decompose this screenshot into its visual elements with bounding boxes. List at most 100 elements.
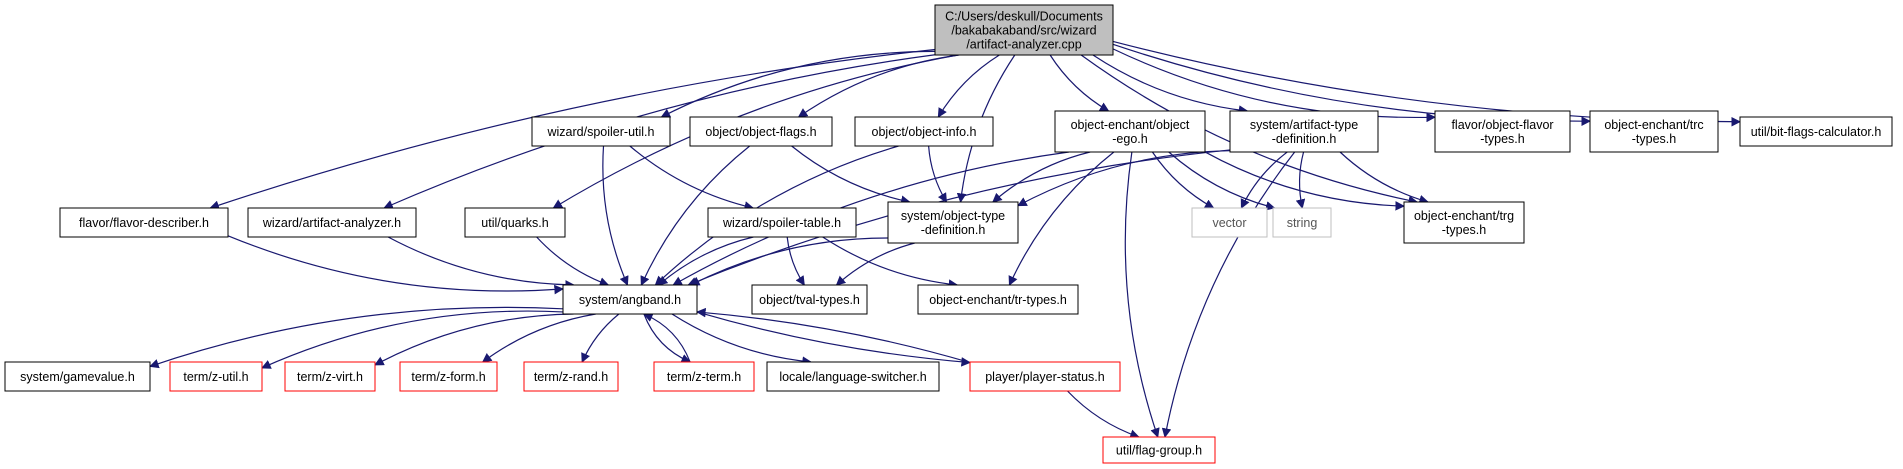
include-edge-spoiler-table-to-angband: [657, 236, 754, 286]
node-object-ego[interactable]: object-enchant/object-ego.h: [1054, 110, 1206, 153]
node-label: -types.h: [1442, 223, 1487, 237]
node-box: [523, 361, 619, 392]
include-edge-object-info-to-angband: [654, 145, 899, 286]
include-edge-spoiler-util-to-spoiler-table: [629, 145, 755, 211]
node-z-virt[interactable]: term/z-virt.h: [284, 361, 376, 392]
node-object-type-def[interactable]: system/object-type-definition.h: [887, 201, 1019, 244]
node-label: system/object-type: [901, 209, 1005, 223]
node-angband[interactable]: system/angband.h: [562, 284, 698, 315]
node-language-switcher[interactable]: locale/language-switcher.h: [766, 361, 940, 392]
node-label: -definition.h: [921, 223, 986, 237]
node-flavor-types[interactable]: flavor/object-flavor-types.h: [1434, 110, 1571, 153]
node-box: [464, 207, 566, 238]
include-edge-artifact-type-def-to-object-type-def: [1017, 150, 1231, 207]
node-label: /artifact-analyzer.cpp: [966, 38, 1081, 52]
node-player-status[interactable]: player/player-status.h: [969, 361, 1121, 392]
dependency-nodes: C:/Users/deskull/Documents/bakabakaband/…: [4, 4, 1893, 464]
node-box: [247, 207, 417, 238]
node-bit-flags-calc[interactable]: util/bit-flags-calculator.h: [1739, 116, 1893, 147]
node-label: /bakabakaband/src/wizard: [951, 24, 1096, 38]
include-edge-angband-to-z-util: [261, 310, 564, 369]
include-edge-root-to-object-info: [937, 54, 1000, 118]
node-label: locale/language-switcher.h: [779, 370, 926, 384]
node-z-term[interactable]: term/z-term.h: [653, 361, 755, 392]
node-label: system/artifact-type: [1250, 118, 1358, 132]
node-spoiler-table[interactable]: wizard/spoiler-table.h: [707, 207, 857, 238]
include-edge-object-ego-to-flag-group: [1124, 151, 1160, 438]
include-edge-angband-to-z-rand: [581, 313, 620, 363]
node-label: flavor/object-flavor: [1451, 118, 1553, 132]
node-box: [1054, 110, 1206, 153]
include-edge-flavor-describer-to-angband: [227, 235, 564, 295]
node-box: [1229, 110, 1379, 153]
node-box: [284, 361, 376, 392]
node-object-flags[interactable]: object/object-flags.h: [689, 116, 833, 147]
node-object-info[interactable]: object/object-info.h: [854, 116, 994, 147]
node-box: [934, 4, 1114, 56]
node-trg-types[interactable]: object-enchant/trg-types.h: [1403, 201, 1525, 244]
node-label: util/quarks.h: [481, 216, 548, 230]
include-edge-spoiler-table-to-tr-types: [822, 236, 959, 289]
node-label: term/z-form.h: [411, 370, 485, 384]
node-spoiler-util[interactable]: wizard/spoiler-util.h: [531, 116, 671, 147]
node-vector[interactable]: vector: [1191, 207, 1268, 238]
node-box: [969, 361, 1121, 392]
node-flavor-describer[interactable]: flavor/flavor-describer.h: [59, 207, 229, 238]
node-label: util/flag-group.h: [1116, 444, 1202, 458]
include-edge-angband-to-gamevalue: [149, 306, 564, 369]
node-flag-group[interactable]: util/flag-group.h: [1102, 436, 1216, 464]
include-edge-artifact-type-def-to-flag-group: [1161, 151, 1296, 438]
node-z-rand[interactable]: term/z-rand.h: [523, 361, 619, 392]
node-box: [59, 207, 229, 238]
include-edge-z-term-to-angband: [643, 313, 691, 363]
include-edge-object-type-def-to-angband: [689, 237, 889, 286]
node-label: object/object-info.h: [872, 125, 977, 139]
node-artifact-type-def[interactable]: system/artifact-type-definition.h: [1229, 110, 1379, 153]
node-root[interactable]: C:/Users/deskull/Documents/bakabakaband/…: [934, 4, 1114, 56]
include-edge-angband-to-player-status: [696, 311, 971, 367]
include-edge-root-to-flavor-types: [1112, 48, 1436, 123]
node-quarks[interactable]: util/quarks.h: [464, 207, 566, 238]
node-box: [399, 361, 498, 392]
node-box: [689, 116, 833, 147]
node-artifact-analyzer-h[interactable]: wizard/artifact-analyzer.h: [247, 207, 417, 238]
include-edge-root-to-artifact-type-def: [1092, 54, 1249, 115]
node-tr-types[interactable]: object-enchant/tr-types.h: [917, 284, 1079, 315]
node-box: [531, 116, 671, 147]
node-box: [562, 284, 698, 315]
node-label: wizard/spoiler-table.h: [722, 216, 841, 230]
node-box: [1589, 110, 1719, 153]
include-edge-artifact-type-def-to-string: [1295, 151, 1306, 209]
include-edge-player-status-to-angband: [696, 307, 971, 364]
include-edge-root-to-object-flags: [797, 54, 960, 118]
node-trc-types[interactable]: object-enchant/trc-types.h: [1589, 110, 1719, 153]
node-box: [1191, 207, 1268, 238]
node-label: term/z-util.h: [183, 370, 248, 384]
node-z-util[interactable]: term/z-util.h: [169, 361, 263, 392]
include-edge-object-info-to-object-type-def: [928, 145, 947, 203]
node-label: vector: [1212, 216, 1246, 230]
include-edge-quarks-to-angband: [536, 236, 610, 287]
include-edge-root-to-quarks: [552, 54, 959, 209]
node-label: term/z-term.h: [667, 370, 741, 384]
node-gamevalue[interactable]: system/gamevalue.h: [4, 361, 151, 392]
include-edge-angband-to-z-virt: [374, 313, 574, 366]
node-box: [653, 361, 755, 392]
include-edge-object-ego-to-trg-types: [1204, 151, 1405, 211]
node-box: [4, 361, 151, 392]
node-box: [854, 116, 994, 147]
node-z-form[interactable]: term/z-form.h: [399, 361, 498, 392]
node-string[interactable]: string: [1272, 207, 1332, 238]
node-box: [1434, 110, 1571, 153]
node-box: [1739, 116, 1893, 147]
node-label: system/angband.h: [579, 293, 681, 307]
include-edge-root-to-flavor-describer: [209, 48, 936, 210]
node-label: -types.h: [1480, 132, 1525, 146]
node-label: -definition.h: [1272, 132, 1337, 146]
node-label: wizard/artifact-analyzer.h: [262, 216, 401, 230]
node-label: -ego.h: [1112, 132, 1147, 146]
include-edge-angband-to-z-form: [481, 313, 596, 363]
node-tval-types[interactable]: object/tval-types.h: [751, 284, 868, 315]
node-label: C:/Users/deskull/Documents: [945, 10, 1103, 24]
include-edge-root-to-artifact-analyzer-h: [383, 54, 936, 209]
